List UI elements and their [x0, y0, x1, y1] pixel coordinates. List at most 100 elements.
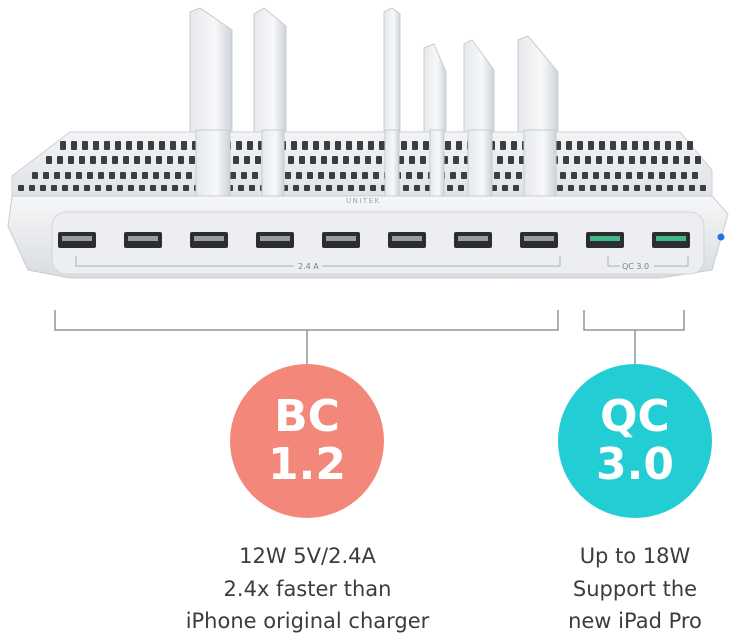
- vent-slot: [315, 185, 321, 191]
- vent-slot: [563, 156, 569, 164]
- usb-port-row: [58, 232, 690, 248]
- vent-slot: [695, 156, 701, 164]
- vent-slot: [610, 141, 616, 150]
- vent-slot: [376, 156, 382, 164]
- vent-slot: [76, 172, 82, 179]
- vent-slot: [354, 156, 360, 164]
- usb-port-2-4a: [388, 232, 426, 248]
- vent-slot: [178, 156, 184, 164]
- vent-slot: [329, 172, 335, 179]
- vent-slot: [362, 172, 368, 179]
- vent-slot: [670, 172, 676, 179]
- vent-slot: [648, 172, 654, 179]
- vent-slot: [662, 156, 668, 164]
- vent-slot: [167, 156, 173, 164]
- port-recess: [51, 211, 705, 275]
- vent-slot: [593, 172, 599, 179]
- vent-slot: [566, 141, 572, 150]
- vent-slot: [632, 141, 638, 150]
- qc-badge-line1: QC: [600, 391, 670, 443]
- vent-slot: [417, 172, 423, 179]
- vent-slot: [183, 185, 189, 191]
- vent-slot: [590, 185, 596, 191]
- vent-slot: [324, 141, 330, 150]
- vent-slot: [109, 172, 115, 179]
- bc-group-bracket-right: [322, 256, 561, 267]
- vent-slot: [335, 141, 341, 150]
- vent-slot: [84, 185, 90, 191]
- vent-slot: [291, 141, 297, 150]
- vent-slot: [252, 172, 258, 179]
- vent-slot: [618, 156, 624, 164]
- vent-slot: [60, 141, 66, 150]
- vent-slot: [420, 156, 426, 164]
- vent-slot: [623, 185, 629, 191]
- vent-slot: [123, 156, 129, 164]
- vent-slot: [32, 172, 38, 179]
- vent-slot: [621, 141, 627, 150]
- vent-slot: [379, 141, 385, 150]
- vent-slot: [700, 185, 706, 191]
- vent-slot: [137, 141, 143, 150]
- vent-slot: [73, 185, 79, 191]
- vent-slot: [615, 172, 621, 179]
- usb-port-2-4a: [454, 232, 492, 248]
- vent-slot: [134, 156, 140, 164]
- vent-slot: [599, 141, 605, 150]
- vent-slot: [302, 141, 308, 150]
- vent-slot: [90, 156, 96, 164]
- vent-slot: [516, 172, 522, 179]
- vent-slot: [321, 156, 327, 164]
- vent-slot: [560, 172, 566, 179]
- qc-caption-line: new iPad Pro: [568, 609, 702, 634]
- vent-slot: [101, 156, 107, 164]
- vent-slot: [508, 156, 514, 164]
- vent-slot: [582, 172, 588, 179]
- vent-slot: [453, 156, 459, 164]
- vent-slot: [513, 185, 519, 191]
- usb-port-2-4a: [256, 232, 294, 248]
- usb-port-2-4a: [190, 232, 228, 248]
- vent-slot: [368, 141, 374, 150]
- vent-slot: [233, 156, 239, 164]
- vent-slot: [18, 185, 24, 191]
- vent-slot: [332, 156, 338, 164]
- vent-slot: [497, 156, 503, 164]
- vent-slot: [346, 141, 352, 150]
- vent-slot: [689, 185, 695, 191]
- vent-slot: [601, 185, 607, 191]
- vent-slot: [634, 185, 640, 191]
- vent-slot: [494, 172, 500, 179]
- vent-slot: [343, 156, 349, 164]
- vent-slot: [450, 172, 456, 179]
- vent-slot: [150, 185, 156, 191]
- vent-slot: [502, 185, 508, 191]
- vent-slot: [117, 185, 123, 191]
- vent-slot: [115, 141, 121, 150]
- vent-slot: [87, 172, 93, 179]
- vent-slot: [40, 185, 46, 191]
- bc-group-bracket-left: [75, 256, 294, 267]
- vent-slot: [568, 185, 574, 191]
- vent-slot: [186, 172, 192, 179]
- vent-slot: [255, 156, 261, 164]
- vent-slot: [172, 185, 178, 191]
- vent-slot: [651, 156, 657, 164]
- vent-slot: [607, 156, 613, 164]
- vent-slot: [585, 156, 591, 164]
- vent-slot: [62, 185, 68, 191]
- vent-slot: [456, 141, 462, 150]
- bc-caption-line: 2.4x faster than: [223, 576, 392, 601]
- vent-slot: [126, 141, 132, 150]
- vent-slot: [159, 141, 165, 150]
- bc12-badge: BC 1.2: [230, 364, 384, 518]
- vent-slot: [577, 141, 583, 150]
- vent-slot: [307, 172, 313, 179]
- vent-slot: [93, 141, 99, 150]
- vent-slot: [640, 156, 646, 164]
- vent-slot: [288, 156, 294, 164]
- vent-slot: [230, 172, 236, 179]
- vent-slot: [181, 141, 187, 150]
- vent-slot: [370, 185, 376, 191]
